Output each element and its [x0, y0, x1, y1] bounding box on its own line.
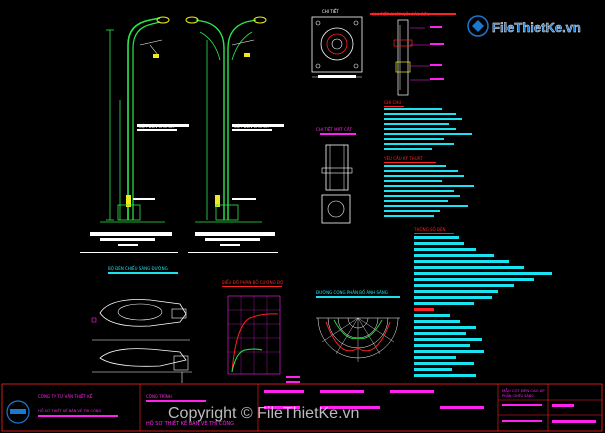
pole-right-lamp-head-1 [185, 16, 199, 24]
company-logo-icon [6, 400, 30, 424]
right-header: MẪU CỘT ĐÈN CAO ÁP [502, 388, 545, 393]
graph-curve-2 [231, 348, 263, 373]
polar-title: ĐƯỜNG CONG PHÂN BỐ ÁNH SÁNG [316, 290, 388, 295]
intensity-graph: BIỂU ĐỒ PHÂN BỐ CƯỜNG ĐỘ [222, 280, 300, 383]
lamp-title: BỘ ĐÈN CHIẾU SÁNG ĐƯỜNG [108, 265, 168, 271]
note-heading-3: THÔNG SỐ ĐÈN [413, 227, 446, 232]
base-plate-hole [326, 33, 348, 55]
arm-connection-detail: CHI TIẾT GHÉP NỐI CẦN ĐÈN [370, 11, 456, 96]
note-heading-1: GHI CHÚ [384, 100, 401, 105]
pole-note-left: CỘT ĐÈN CAO 8M [139, 124, 175, 129]
base-plate-detail: CHI TIẾT [311, 8, 363, 78]
polar-curve-green [333, 319, 383, 339]
project-label: CÔNG TRÌNH [146, 394, 172, 399]
section-label: CHI TIẾT MẶT CẮT [316, 126, 353, 132]
pole-right-lamp-head-2 [253, 16, 267, 24]
graph-curve-1 [231, 313, 279, 373]
title-block: CÔNG TY TƯ VẤN THIẾT KẾ HỒ SƠ THIẾT KẾ B… [1, 383, 603, 432]
notes-column: GHI CHÚ YÊU CẦU KỸ THUẬT THÔNG SỐ ĐÈN [383, 100, 552, 377]
brand-name: FileThietKe.vn [492, 20, 581, 35]
polar-light-distribution: ĐƯỜNG CONG PHÂN BỐ ÁNH SÁNG [316, 290, 400, 362]
pole-right-shaft [195, 19, 225, 220]
pole-left-shaft [127, 17, 161, 220]
watermark-brand: FileThietKe.vn [467, 15, 581, 37]
brand-logo-icon [467, 15, 489, 37]
lamp-detail: BỘ ĐÈN CHIẾU SÁNG ĐƯỜNG [91, 265, 192, 383]
pole-footer-labels: CỘT ĐÈN CAO 8M CỘT ĐÈN CAO 8M [80, 124, 278, 253]
pole-note-right: CỘT ĐÈN CAO 8M [234, 124, 270, 129]
company-address: HỒ SƠ THIẾT KẾ BẢN VẼ THI CÔNG [38, 407, 101, 413]
street-light-pole-left [100, 16, 189, 223]
section-detail: CHI TIẾT MẶT CẮT [316, 126, 356, 224]
title-block-frame [1, 383, 603, 432]
detail-top-label: CHI TIẾT [322, 8, 339, 14]
right-sub: PHẦN CHIẾU SÁNG [502, 392, 534, 398]
base-plate-outline [311, 16, 363, 73]
pole-left-lamp-head [156, 16, 170, 24]
copyright-watermark: Copyright © FileThietKe.vn [168, 405, 359, 422]
note-heading-2: YÊU CẦU KỸ THUẬT [383, 156, 423, 161]
street-light-pole-right [185, 16, 284, 223]
polar-curve-red [325, 321, 391, 352]
graph-title: BIỂU ĐỒ PHÂN BỐ CƯỜNG ĐỘ [222, 280, 283, 285]
company-name: CÔNG TY TƯ VẤN THIẾT KẾ [38, 393, 93, 399]
sheet-title: HỒ SƠ THIẾT KẾ BẢN VẼ THI CÔNG [146, 418, 234, 427]
pole-left-access-door [126, 195, 131, 207]
